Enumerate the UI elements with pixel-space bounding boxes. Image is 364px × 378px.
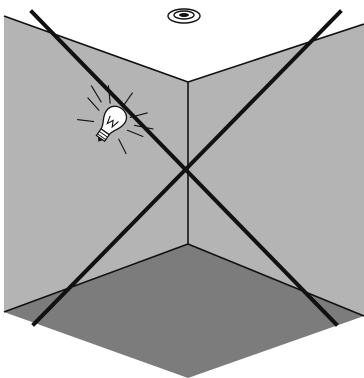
floor (4, 244, 364, 378)
cross-out-mark (29, 9, 343, 327)
cross-line-b (31, 9, 343, 327)
ceiling-sensor-icon (167, 8, 201, 24)
left-wall (4, 16, 188, 312)
ceiling-left-edge (3, 15, 189, 83)
cross-line-a (29, 9, 339, 327)
ceiling-right-edge (187, 23, 364, 83)
right-wall (188, 24, 364, 316)
floor-left-edge (3, 243, 189, 313)
floor-right-edge (187, 243, 364, 317)
room-edges (3, 15, 364, 317)
light-bulb-icon (77, 85, 154, 155)
